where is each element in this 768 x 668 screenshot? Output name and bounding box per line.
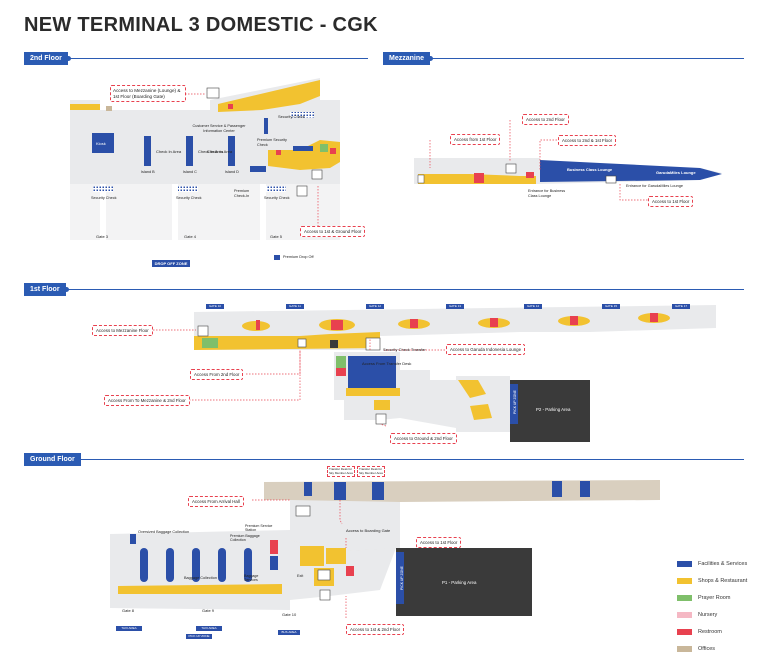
label-island-c: Island C <box>183 170 197 174</box>
callout-access-from-2nd: Access From 2nd Floor <box>190 369 244 380</box>
callout-access-2nd-1st: Access to 2nd & 1st Floor <box>558 135 617 146</box>
callout-access-to-1st-ground: Access to 1st Floor <box>416 537 462 548</box>
legend-facilities: Facilities & Services <box>677 561 747 567</box>
callout-access-to-mezzanine: Access to Mezzanine Floor <box>92 325 153 336</box>
legend-swatch <box>677 646 692 652</box>
label-p2-parking: P2 - Parking Area <box>536 407 571 412</box>
callout-garuda-lounge: Access to Garuda Indonesia Lounge <box>446 344 526 355</box>
section-ground-floor: Ground Floor <box>24 453 81 466</box>
section-rule <box>66 56 368 61</box>
label-oversized-baggage: Oversized Baggage Collection <box>138 530 190 534</box>
label-p1-parking: P1 - Parking Area <box>442 580 477 585</box>
callout-access-1st-ground: Access to 1st & Ground Floor <box>300 226 366 237</box>
label-security-check: Security Check <box>278 114 305 119</box>
label-premium-security: Premium Security Check <box>257 138 287 147</box>
legend-swatch <box>677 595 692 601</box>
label-baggage-collection: Baggage Collection <box>184 576 217 580</box>
second-floor-map <box>70 78 340 267</box>
label-security-check-b: Security Check <box>91 196 117 200</box>
label-premium-baggage: Premium Baggage Collection <box>230 534 260 543</box>
label-kiosk: Kiosk <box>96 141 106 146</box>
label-entrance-business: Entrance for Business Class Lounge <box>528 189 566 198</box>
section-mezzanine: Mezzanine <box>383 52 431 65</box>
label-transfer-desk: Access From Transfer Desk <box>362 361 412 366</box>
label-exit: Exit <box>297 574 304 578</box>
label-gate-4: Gate 4 <box>184 234 197 239</box>
section-2nd-floor: 2nd Floor <box>24 52 68 65</box>
gate-sign: GATE 11 <box>286 304 304 309</box>
callout-access-1st-2nd: Access to 1st & 2nd Floor <box>346 624 405 635</box>
callout-access-ground-2nd: Access to Ground & 2nd Floor <box>390 433 457 444</box>
legend-nursery: Nursery <box>677 612 717 618</box>
legend-swatch <box>677 629 692 635</box>
gate-sign: GATE 12 <box>366 304 384 309</box>
label-security-transfer: Security Check Transfer <box>383 347 426 352</box>
gate-sign: GATE 14 <box>524 304 542 309</box>
label-gate-5: Gate 5 <box>270 234 283 239</box>
label-check-in-b: Check In Area <box>156 149 182 154</box>
callout-access-from-1st: Access from 1st Floor <box>450 134 501 145</box>
gate-sign: GATE 13 <box>446 304 464 309</box>
legend-offices: Offices <box>677 646 715 652</box>
gate-sign: GATE 10 <box>206 304 224 309</box>
label-pick-up-zone-ground: PICK UP ZONE <box>399 566 404 590</box>
section-rule <box>64 287 744 292</box>
label-check-in-d: Check In Area <box>207 149 233 154</box>
label-premium-service: Premium Service Station <box>245 524 273 533</box>
label-bus-area: BUS AREA <box>281 630 297 634</box>
page-title: NEW TERMINAL 3 DOMESTIC - CGK <box>24 14 378 36</box>
callout-transfer-desk-2: Transfer Desk for Sky Member Area <box>357 466 385 478</box>
ground-floor-map <box>110 480 660 639</box>
label-premium-drop-off: Premium Drop Off <box>283 255 314 259</box>
label-gate-10: Gate 10 <box>282 612 297 617</box>
label-gate-9: Gate 9 <box>202 608 215 613</box>
legend-restroom: Restroom <box>677 629 722 635</box>
label-drop-off-zone: DROP OFF ZONE <box>154 261 188 266</box>
label-business-lounge: Business Class Lounge <box>567 167 613 172</box>
legend-prayer: Prayer Room <box>677 595 730 601</box>
label-island-d: Island D <box>225 170 239 174</box>
gate-sign: GATE 15 <box>602 304 620 309</box>
first-floor-map <box>194 305 716 442</box>
label-entrance-garuda: Entrance for GarudaMiles Lounge <box>626 184 683 188</box>
label-baggage-services: Baggage Services <box>244 574 259 583</box>
label-customer-service: Customer Service & Passenger Information… <box>192 124 246 133</box>
legend-swatch <box>677 578 692 584</box>
callout-access-mezzanine: Access to Mezzanine (Lounge) & 1st Floor… <box>110 85 186 103</box>
gate-sign: GATE 17 <box>672 304 690 309</box>
mezzanine-map <box>414 158 722 184</box>
section-rule <box>428 56 744 61</box>
label-gate-8: Gate 8 <box>122 608 135 613</box>
callout-access-mezz-2nd: Access From To Mezzanine & 2nd Floor <box>104 395 190 406</box>
callout-arrival-hall: Access From Arrival Hall <box>188 496 244 507</box>
label-pick-up-zone: PICK UP ZONE <box>188 634 210 638</box>
label-security-check-d: Security Check <box>264 196 290 200</box>
label-premium-check-in: Premium Check-In <box>234 189 250 198</box>
label-taxi-area-2: TAXI AREA <box>201 626 217 630</box>
label-access-boarding: Access to Boarding Gate <box>346 528 391 533</box>
label-check-in-c: Check In Area <box>198 149 224 154</box>
label-gate-3: Gate 3 <box>96 234 109 239</box>
callout-access-to-2nd: Access to 2nd Floor <box>522 114 569 125</box>
callout-access-to-1st: Access to 1st Floor <box>648 196 694 207</box>
gate-row: GATE 10 GATE 11 GATE 12 GATE 13 GATE 14 … <box>206 304 726 310</box>
callout-transfer-desk: Transfer Desk for Sky Member Area <box>327 466 355 478</box>
label-island-b: Island B <box>141 170 155 174</box>
label-security-check-c: Security Check <box>176 196 202 200</box>
label-taxi-area-1: TAXI AREA <box>121 626 137 630</box>
legend-swatch <box>677 561 692 567</box>
label-garuda-lounge: GarudaMiles Lounge <box>656 170 696 175</box>
legend-shops: Shops & Restaurant <box>677 578 747 584</box>
section-1st-floor: 1st Floor <box>24 283 66 296</box>
legend-swatch <box>677 612 692 618</box>
label-pick-up-zone-1st: PICK UP ZONE <box>512 390 517 414</box>
section-rule <box>76 457 744 462</box>
